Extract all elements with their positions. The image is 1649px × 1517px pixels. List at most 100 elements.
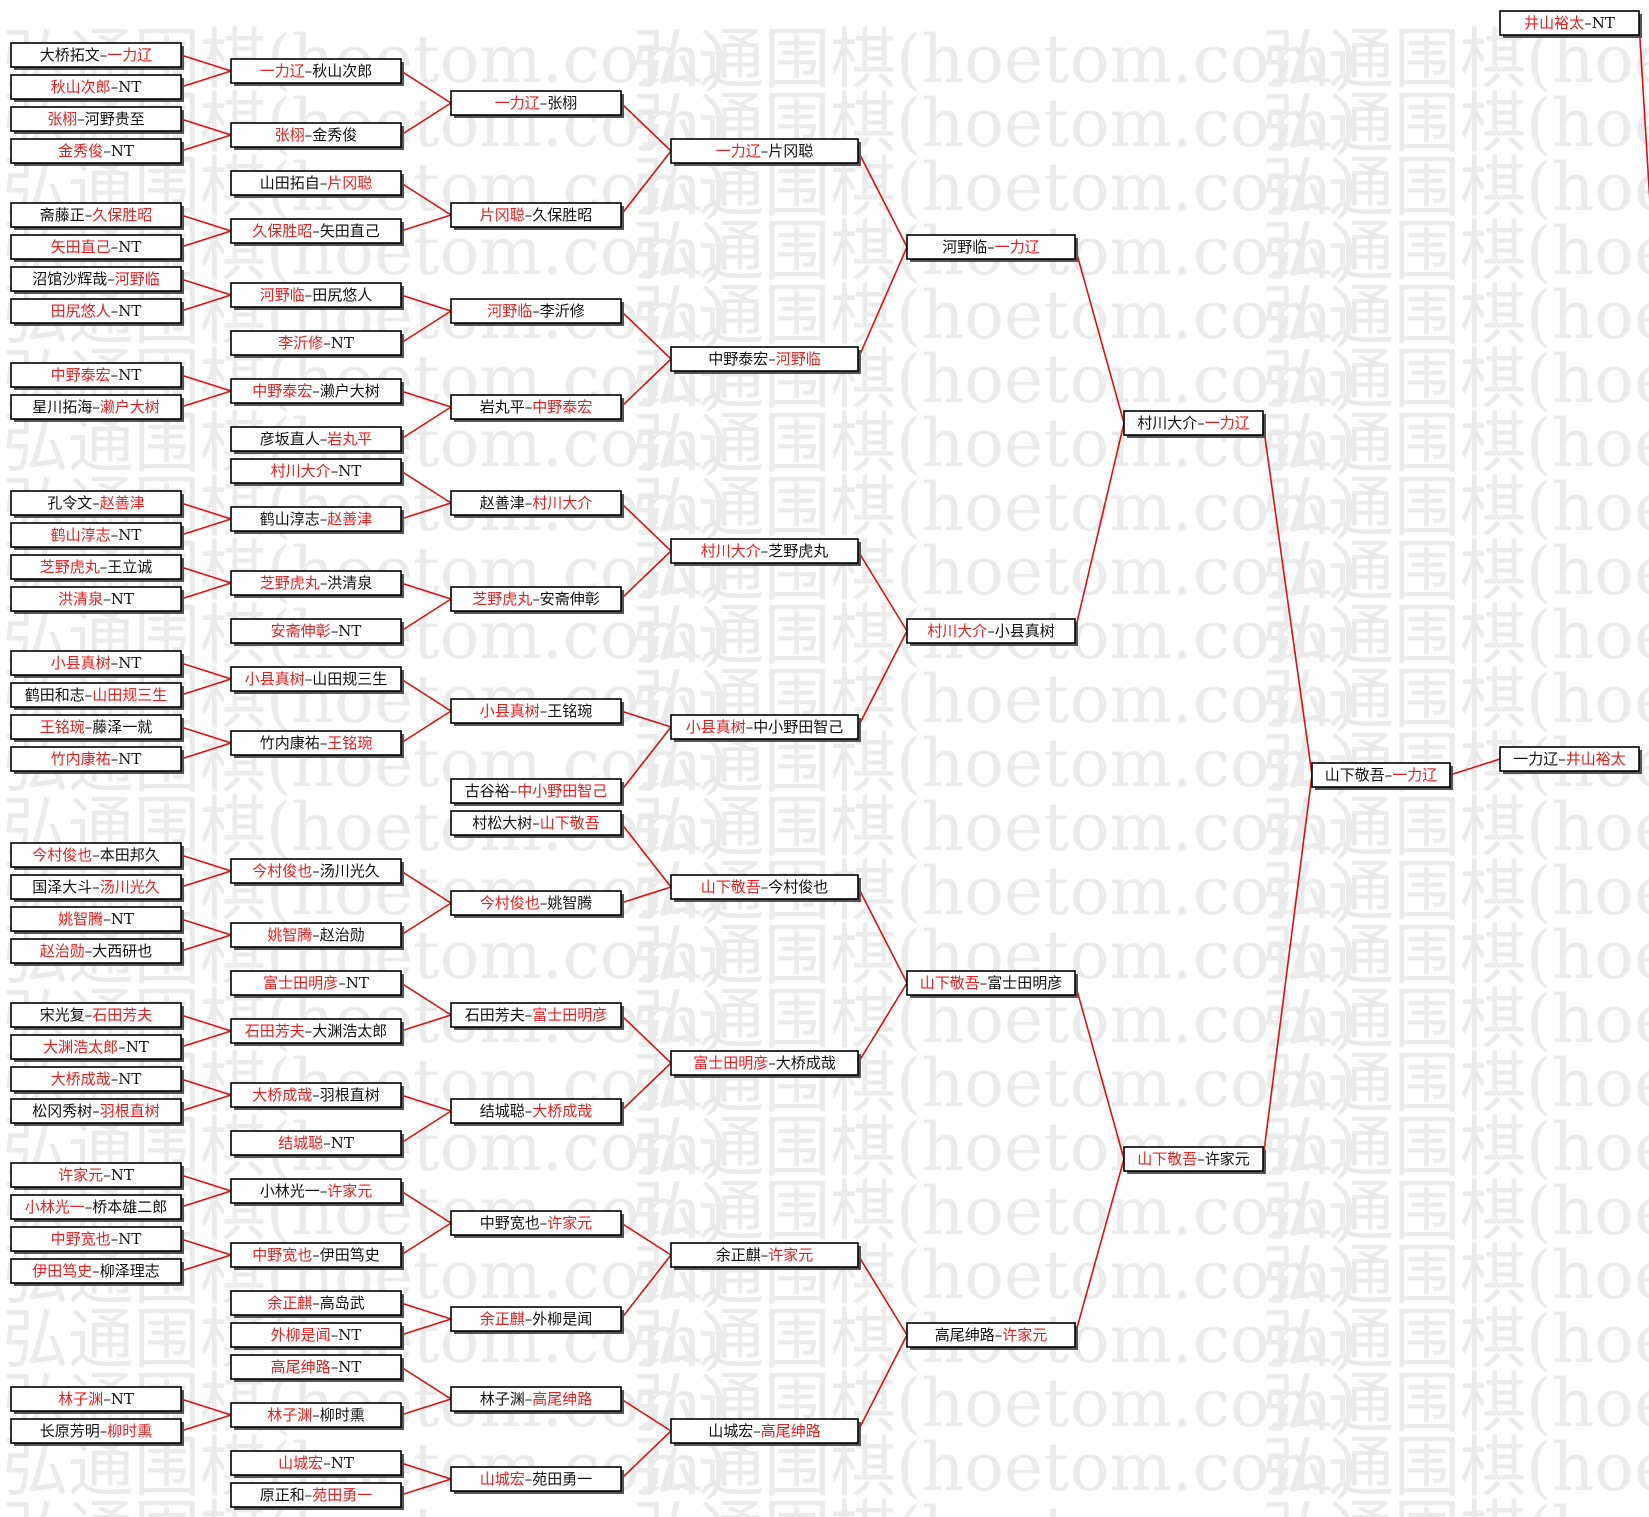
match-label: 芝野虎丸–安斋伸彰: [472, 590, 600, 608]
player-b: NT: [118, 654, 141, 672]
bracket-connector: [400, 1318, 452, 1336]
match-box-round-3: 今村俊也–姚智腾: [450, 890, 624, 918]
player-b: 片冈聪: [768, 142, 813, 160]
watermark-text: 弘通围棋(hoetom.com): [1262, 597, 1649, 674]
watermark-text: 弘通围棋(hoetom.com): [1262, 1429, 1649, 1506]
bracket-connector: [400, 1462, 452, 1480]
match-box-round-1: 伊田笃史–柳泽理志: [10, 1258, 184, 1286]
match-box-round-1: 沼馆沙辉哉–河野临: [10, 266, 184, 294]
player-a: 山田拓自: [260, 174, 320, 192]
match-box-round-4: 中野泰宏–河野临: [670, 346, 861, 374]
player-a: 中野泰宏: [708, 350, 768, 368]
player-a: 一力辽: [260, 62, 305, 80]
match-box-round-7: 山下敬吾–一力辽: [1311, 762, 1453, 790]
watermark-text: 弘通围棋(hoetom.com): [1262, 277, 1649, 354]
player-a: 秋山次郎: [51, 78, 111, 96]
match-box-round-1: 孔令文–赵善津: [10, 490, 184, 518]
match-separator: –: [305, 286, 313, 304]
player-b: NT: [338, 622, 361, 640]
connector-layer: [180, 22, 1649, 1496]
match-box-round-1: 张栩–河野贵至: [10, 106, 184, 134]
bracket-connector: [180, 726, 232, 744]
player-b: 许家元: [327, 1182, 372, 1200]
bracket-connector: [1074, 1158, 1125, 1336]
player-a: 一力辽: [495, 94, 540, 112]
match-label: 高尾绅路–许家元: [935, 1326, 1048, 1344]
match-box-round-1: 小林光一–桥本雄二郎: [10, 1194, 184, 1222]
match-separator: –: [987, 622, 995, 640]
match-label: 芝野虎丸–王立诚: [40, 558, 153, 576]
match-label: 河野临–田尻悠人: [260, 286, 373, 304]
match-separator: –: [111, 302, 119, 320]
match-label: 许家元–NT: [58, 1166, 134, 1184]
player-a: 松冈秀树: [32, 1102, 92, 1120]
match-separator: –: [111, 526, 119, 544]
match-box-round-2: 鹤山淳志–赵善津: [230, 506, 404, 534]
player-a: 林子渊: [267, 1406, 312, 1424]
match-label: 富士田明彦–NT: [263, 974, 369, 992]
player-a: 许家元: [58, 1166, 103, 1184]
bracket-connector: [1262, 422, 1313, 776]
player-b: 赵治勋: [320, 926, 365, 944]
match-box-round-6: 山下敬吾–许家元: [1123, 1146, 1266, 1174]
match-box-round-1: 姚智腾–NT: [10, 906, 184, 934]
player-b: 外柳是闻: [532, 1310, 592, 1328]
match-label: 井山裕太–NT: [1524, 14, 1615, 32]
match-box-round-1: 大渊浩太郎–NT: [10, 1034, 184, 1062]
bracket-connector: [400, 1398, 452, 1416]
watermark-text: 弘通围棋(hoetom.com): [632, 1493, 1358, 1517]
bracket-connector: [857, 982, 908, 1064]
bracket-connector: [620, 710, 672, 728]
match-label: 伊田笃史–柳泽理志: [32, 1262, 160, 1280]
player-b: NT: [331, 1134, 354, 1152]
player-a: 富士田明彦: [693, 1054, 768, 1072]
bracket-connector: [400, 1302, 452, 1320]
match-box-round-4: 余正麒–许家元: [670, 1242, 861, 1270]
watermark-text: 弘通围棋(hoetom.com): [1262, 1045, 1649, 1122]
bracket-connector: [180, 230, 232, 248]
player-b: 濑户大树: [100, 398, 160, 416]
player-a: 国泽大斗: [32, 878, 92, 896]
player-a: 姚智腾: [267, 926, 312, 944]
match-box-round-2: 村川大介–NT: [230, 458, 404, 486]
bracket-connector: [400, 982, 452, 1016]
bracket-connector: [620, 726, 672, 792]
watermark-text: 弘通围棋(hoetom.com): [1262, 1237, 1649, 1314]
player-a: 大桥拓文: [40, 46, 100, 64]
bracket-connector: [400, 678, 452, 712]
player-a: 孔令文: [47, 494, 92, 512]
player-a: 村川大介: [701, 542, 761, 560]
match-label: 山下敬吾–许家元: [1137, 1150, 1250, 1168]
player-a: 沼馆沙辉哉: [32, 270, 107, 288]
player-b: NT: [118, 78, 141, 96]
match-label: 余正麒–高岛武: [267, 1294, 365, 1312]
player-b: NT: [126, 1038, 149, 1056]
player-a: 井山裕太: [1524, 14, 1584, 32]
bracket-connector: [180, 870, 232, 888]
bracket-connector: [620, 550, 672, 600]
bracket-connector: [620, 822, 672, 888]
match-separator: –: [532, 302, 540, 320]
bracket-connector: [620, 1398, 672, 1432]
match-separator: –: [111, 1230, 119, 1248]
bracket-connector: [180, 70, 232, 88]
watermark-text: 弘通围棋(hoetom.com): [632, 277, 1358, 354]
player-b: 桥本雄二郎: [92, 1198, 167, 1216]
player-a: 安斋伸彰: [271, 622, 331, 640]
match-label: 原正和–苑田勇一: [260, 1486, 373, 1504]
bracket-connector: [400, 310, 452, 344]
match-separator: –: [85, 206, 93, 224]
match-label: 一力辽–片冈聪: [716, 142, 814, 160]
watermark-text: 弘通围棋(hoetom.com): [1262, 213, 1649, 290]
match-label: 姚智腾–NT: [58, 910, 134, 928]
match-label: 田尻悠人–NT: [51, 302, 142, 320]
player-b: 山田规三生: [92, 686, 167, 704]
match-box-round-2: 姚智腾–赵治勋: [230, 922, 404, 950]
player-a: 李沂修: [278, 334, 323, 352]
player-a: 河野临: [487, 302, 532, 320]
player-b: 本田邦久: [100, 846, 160, 864]
match-separator: –: [85, 718, 93, 736]
watermark-text: 弘通围棋(hoetom.com): [1262, 853, 1649, 930]
player-b: 大桥成哉: [776, 1054, 836, 1072]
